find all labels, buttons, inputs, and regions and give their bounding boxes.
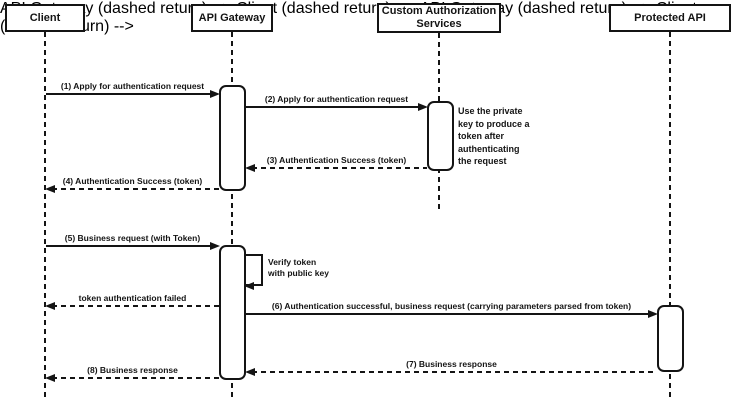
- message-8-line: [52, 377, 219, 379]
- participant-custom-authorization-services: Custom Authorization Services: [377, 3, 501, 33]
- arrowhead-right-icon: [648, 310, 658, 318]
- participant-api-gateway: API Gateway: [191, 4, 273, 32]
- participant-custom-authorization-services-label: Custom Authorization Services: [381, 5, 497, 30]
- message-token-auth-failed-line: [52, 305, 219, 307]
- message-1-line: [46, 93, 213, 95]
- message-4-line: [52, 188, 219, 190]
- message-token-auth-failed: token authentication failed: [45, 290, 219, 310]
- lifeline-api-gateway: [231, 32, 233, 401]
- message-5-business-request: (5) Business request (with Token): [46, 230, 220, 250]
- arrowhead-right-icon: [418, 103, 428, 111]
- arrowhead-right-icon: [210, 90, 220, 98]
- message-1-apply-auth-request: (1) Apply for authentication request: [46, 78, 220, 98]
- self-message-verify-token-label: Verify token with public key: [268, 257, 329, 278]
- message-7-line: [252, 371, 657, 373]
- message-4-auth-success: (4) Authentication Success (token): [45, 173, 219, 193]
- message-6-line: [246, 313, 651, 315]
- activation-protected-api: [657, 305, 684, 372]
- arrowhead-right-icon: [210, 242, 220, 250]
- participant-client: Client: [5, 4, 85, 32]
- message-8-business-response: (8) Business response: [45, 362, 219, 382]
- message-5-line: [46, 245, 213, 247]
- participant-api-gateway-label: API Gateway: [198, 11, 266, 24]
- note-private-key: Use the private key to produce a token a…: [458, 106, 530, 166]
- participant-client-label: Client: [29, 11, 61, 24]
- arrowhead-left-icon: [244, 282, 254, 290]
- message-7-business-response: (7) Business response: [245, 356, 657, 376]
- message-3-label: (3) Authentication Success (token): [266, 155, 407, 165]
- message-6-label: (6) Authentication successful, business …: [271, 301, 632, 311]
- activation-custom-authorization: [427, 101, 454, 171]
- activation-api-gateway-auth: [219, 85, 246, 191]
- arrowhead-left-icon: [45, 302, 55, 310]
- message-3-auth-success: (3) Authentication Success (token): [245, 152, 427, 172]
- message-8-label: (8) Business response: [87, 365, 178, 375]
- message-2-apply-auth-request: (2) Apply for authentication request: [246, 91, 428, 111]
- arrowhead-left-icon: [45, 185, 55, 193]
- arrowhead-left-icon: [245, 368, 255, 376]
- message-2-label: (2) Apply for authentication request: [264, 94, 409, 104]
- message-token-auth-failed-label: token authentication failed: [78, 293, 187, 303]
- message-5-label: (5) Business request (with Token): [64, 233, 201, 243]
- activation-api-gateway-business: [219, 245, 246, 380]
- message-4-label: (4) Authentication Success (token): [62, 176, 203, 186]
- lifeline-client: [44, 32, 46, 401]
- arrowhead-left-icon: [45, 374, 55, 382]
- message-1-label: (1) Apply for authentication request: [60, 81, 205, 91]
- message-3-line: [252, 167, 427, 169]
- participant-protected-api: Protected API: [609, 4, 731, 32]
- lifeline-protected-api: [669, 32, 671, 401]
- message-6-auth-successful-business-request: (6) Authentication successful, business …: [246, 298, 658, 318]
- message-2-line: [246, 106, 421, 108]
- arrowhead-left-icon: [245, 164, 255, 172]
- message-7-label: (7) Business response: [406, 359, 497, 369]
- participant-protected-api-label: Protected API: [634, 11, 706, 24]
- self-message-verify-token: [244, 254, 263, 290]
